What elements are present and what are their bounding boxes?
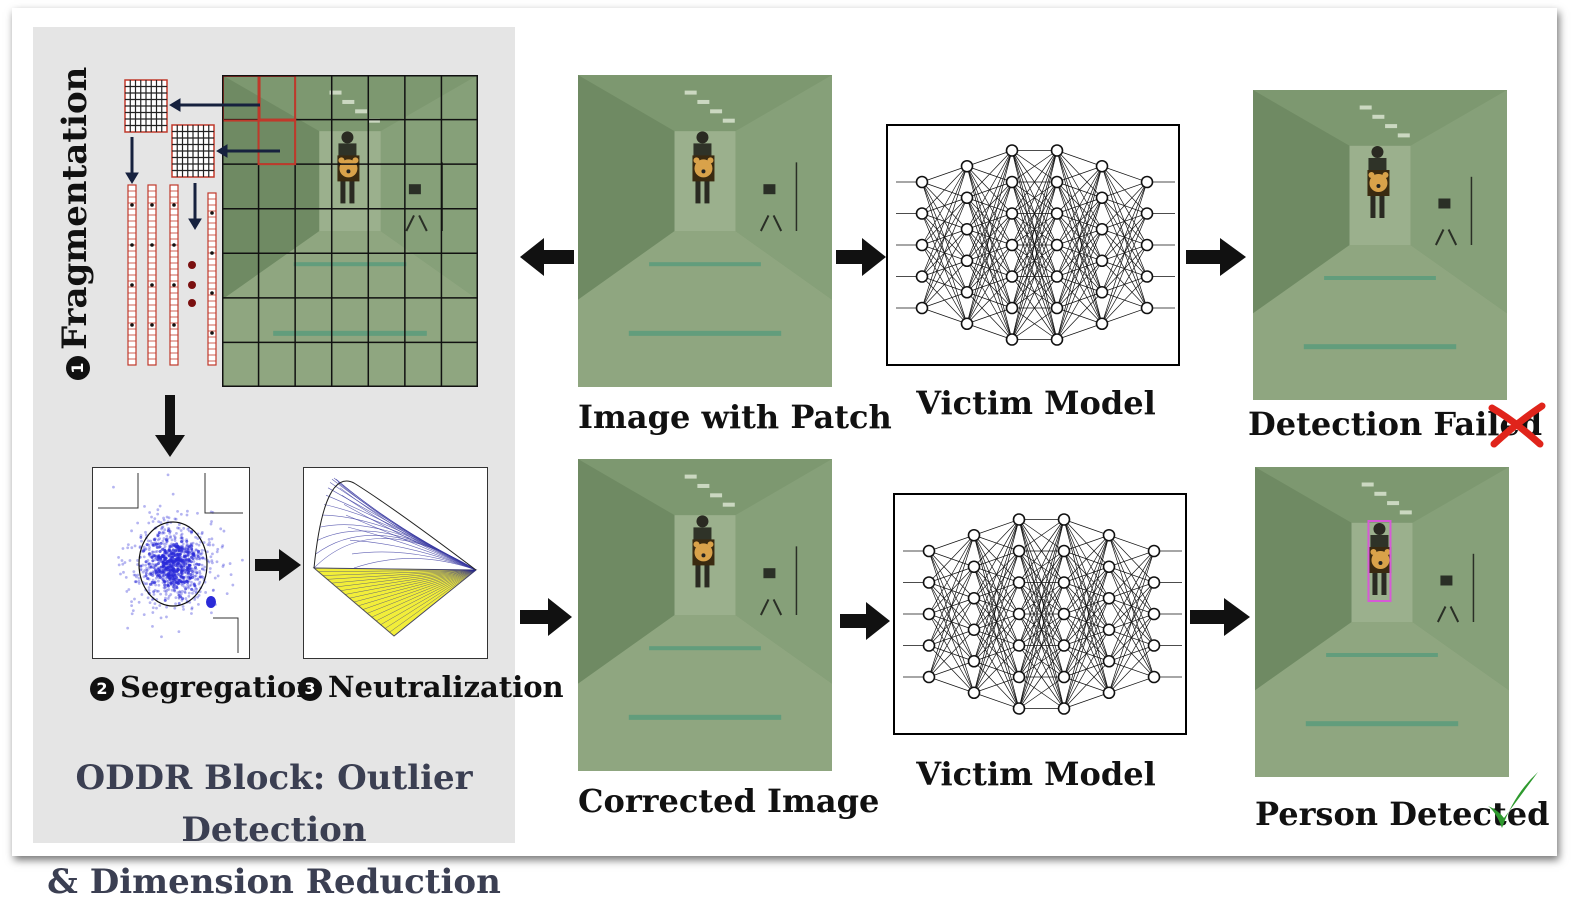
step2-number: 2 [90, 677, 114, 701]
segregation-scatter-plot [77, 467, 261, 659]
arrow-segregation-to-neutralization [255, 549, 301, 581]
cross-icon [1488, 402, 1546, 448]
corrected-image-label: Corrected Image [578, 782, 880, 820]
step2-text: Segregation [120, 670, 318, 704]
neutralization-surface-plot [303, 467, 488, 659]
person-detected-image [1255, 467, 1509, 777]
checkmark-icon [1488, 772, 1538, 828]
oddr-title-line2: & Dimension Reduction [47, 862, 501, 902]
fragmented-scene-image [222, 75, 478, 387]
step3-text: Neutralization [328, 670, 564, 704]
detection-failed-image [1253, 90, 1507, 400]
bottom-victim-model-label: Victim Model [916, 755, 1156, 793]
fragment-extraction-graphic [124, 79, 280, 366]
step1-number: 1 [66, 356, 90, 380]
arrow-to-failed-result [1186, 238, 1246, 276]
bottom-victim-model [893, 493, 1187, 735]
extracted-patch-1 [124, 79, 168, 133]
arrow-oddr-to-corrected [520, 598, 572, 636]
top-victim-model [886, 124, 1180, 366]
arrow-to-bottom-model [840, 602, 890, 640]
arrow-to-success-result [1190, 598, 1250, 636]
arrow-to-top-model [836, 238, 886, 276]
arrow-down-to-segregation [155, 395, 185, 457]
step1-text: Fragmentation [55, 66, 95, 350]
oddr-title-line1: ODDR Block: Outlier Detection [75, 758, 473, 850]
image-with-patch-label: Image with Patch [578, 398, 892, 436]
step3-number: 3 [298, 677, 322, 701]
arrow-left-to-oddr [520, 238, 574, 276]
extracted-patch-2 [171, 124, 215, 178]
top-victim-model-label: Victim Model [916, 384, 1156, 422]
fragmentation-label: 1 Fragmentation [55, 67, 95, 380]
image-with-patch [578, 75, 832, 387]
corrected-image [578, 459, 832, 771]
